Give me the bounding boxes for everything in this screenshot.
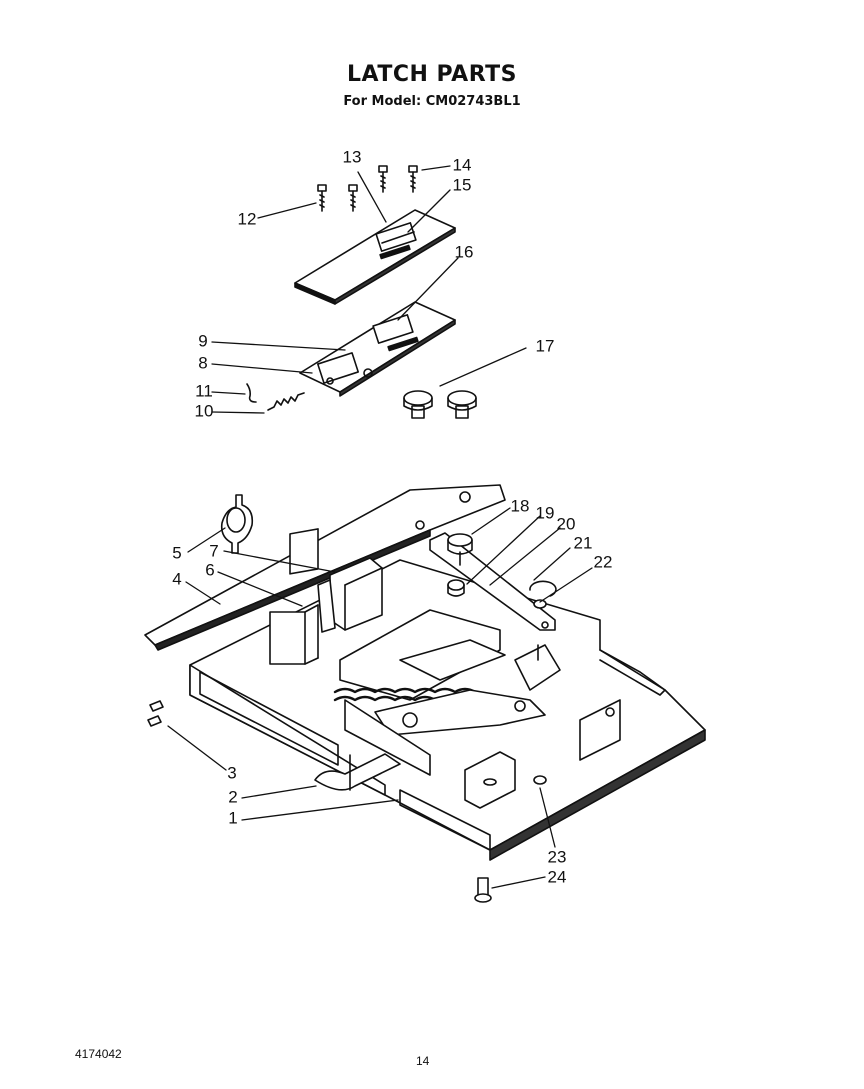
callout-22: 22 [593, 552, 613, 572]
callout-8: 8 [198, 353, 208, 373]
callout-4: 4 [172, 569, 182, 589]
solenoid [269, 528, 383, 665]
page-title: LATCH PARTS [347, 62, 517, 87]
callout-15: 15 [452, 175, 472, 195]
hinge-clip [220, 494, 254, 554]
callout-18: 18 [510, 496, 530, 516]
lower-switch-board [299, 301, 456, 397]
callout-3: 3 [227, 763, 237, 783]
feet [403, 390, 477, 419]
callout-2: 2 [228, 787, 238, 807]
latch-spring [246, 383, 305, 411]
side-strip [429, 532, 556, 631]
page-number: 14 [416, 1054, 430, 1068]
callout-5: 5 [172, 543, 182, 563]
standoff [464, 751, 516, 809]
callout-6: 6 [205, 560, 215, 580]
model-subtitle: For Model: CM02743BL1 [343, 94, 521, 109]
callout-12: 12 [237, 209, 257, 229]
callout-10: 10 [194, 401, 214, 421]
leader-lines [167, 165, 593, 889]
small-hardware [147, 533, 557, 903]
base-clip [314, 753, 401, 791]
callout-19: 19 [535, 503, 555, 523]
screws-top [317, 165, 418, 212]
latch-lever [144, 484, 506, 651]
callout-11: 11 [195, 381, 213, 401]
document-number: 4174042 [75, 1047, 122, 1061]
callout-24: 24 [547, 867, 567, 887]
callout-13: 13 [342, 147, 362, 167]
callout-7: 7 [209, 541, 219, 561]
upper-switch-board [294, 209, 456, 305]
callout-14: 14 [452, 155, 472, 175]
callout-1: 1 [228, 808, 238, 828]
callout-20: 20 [556, 514, 576, 534]
callout-21: 21 [573, 533, 593, 553]
callout-9: 9 [198, 331, 208, 351]
callout-23: 23 [547, 847, 567, 867]
callout-17: 17 [535, 336, 555, 356]
actuator-assembly [333, 609, 621, 776]
callout-16: 16 [454, 242, 474, 262]
